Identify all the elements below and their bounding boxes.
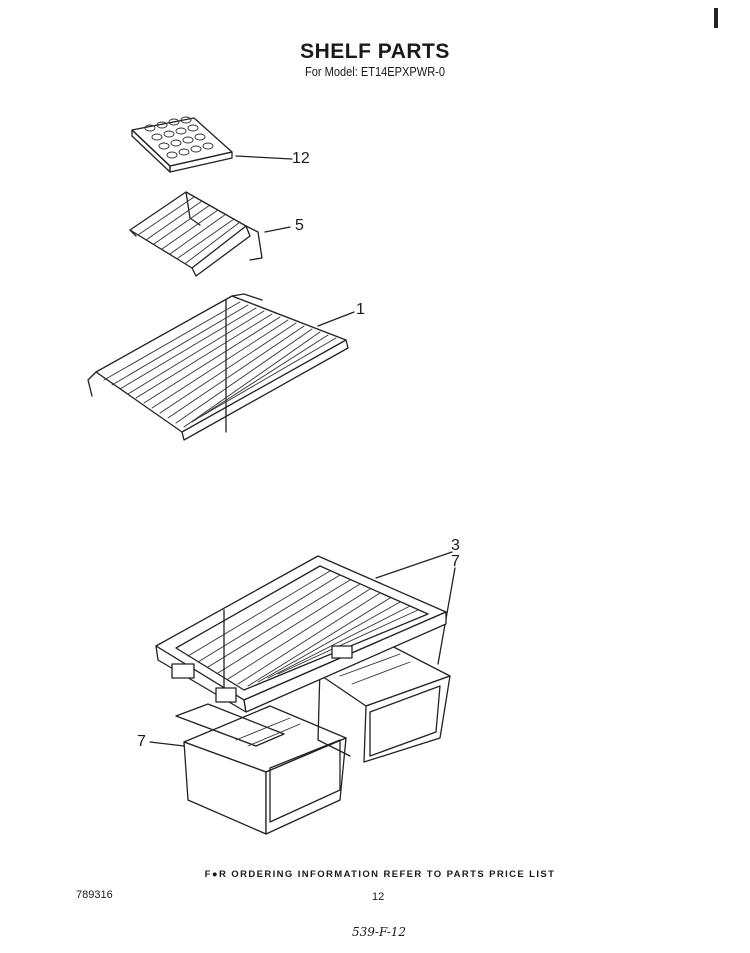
callout-7-right: 7	[451, 553, 460, 570]
callout-7-left: 7	[137, 733, 146, 750]
page-title: SHELF PARTS	[300, 40, 450, 63]
leader-line-3	[375, 551, 453, 579]
page-number: 12	[372, 891, 385, 903]
crisper-cover-drawing	[155, 555, 447, 713]
margin-mark	[714, 8, 718, 28]
leader-line-7-left	[149, 741, 185, 747]
callout-3: 3	[451, 537, 460, 554]
leader-line-12	[235, 155, 293, 160]
leader-line-5	[264, 226, 291, 233]
handwritten-note: 539-F-12	[352, 925, 407, 939]
left-crisper-drawer-drawing	[175, 703, 347, 835]
large-wire-shelf-drawing	[87, 293, 349, 441]
model-subtitle: For Model: ET14EPXPWR-0	[304, 64, 446, 79]
ordering-note: F●R ORDERING INFORMATION REFER TO PARTS …	[204, 869, 556, 880]
ice-cube-tray-drawing	[131, 116, 233, 173]
callout-12: 12	[292, 150, 310, 167]
document-number: 789316	[76, 889, 113, 901]
callout-1: 1	[356, 301, 365, 318]
small-wire-shelf-drawing	[129, 191, 263, 277]
callout-5: 5	[295, 217, 304, 234]
leader-line-1	[317, 311, 355, 327]
